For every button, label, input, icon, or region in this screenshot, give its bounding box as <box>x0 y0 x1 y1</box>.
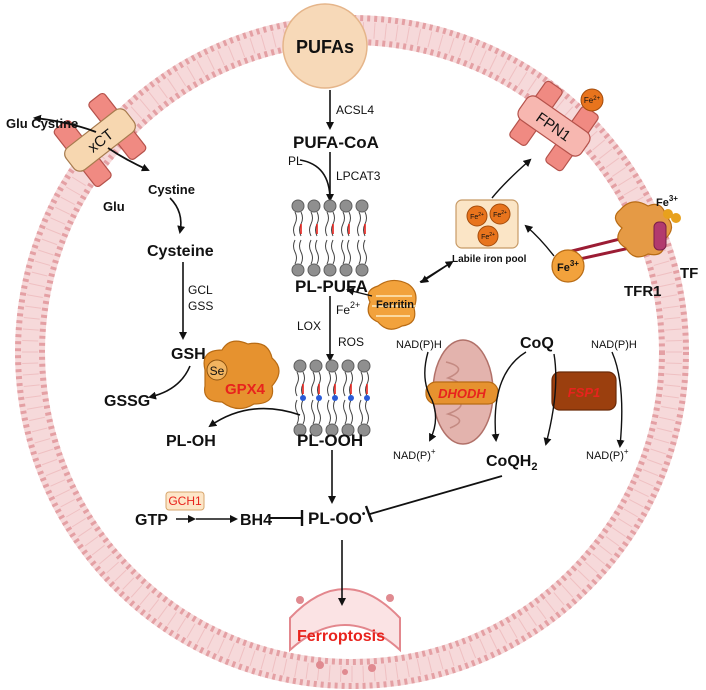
pool-fe-2: Fe2+ <box>493 210 507 219</box>
glu-cystine-outside-label: Glu Cystine <box>6 116 78 131</box>
coq-label: CoQ <box>520 335 554 352</box>
gssg-label: GSSG <box>104 393 150 410</box>
gtp-label: GTP <box>135 512 168 529</box>
pl-ooh-bilayer-icon <box>293 359 371 437</box>
labile-iron-pool: Fe2+ Fe2+ Fe2+ <box>455 199 519 249</box>
tfr1-receptor <box>565 201 681 264</box>
nadp-left-label: NAD(P)+ <box>393 447 436 462</box>
svg-text:Fe3+: Fe3+ <box>557 259 579 274</box>
gss-label: GSS <box>188 299 213 313</box>
fsp1-enzyme: FSP1 <box>551 371 617 411</box>
pool-fe-1: Fe2+ <box>470 212 484 221</box>
cysteine-label: Cysteine <box>147 243 214 260</box>
pl-ooh-label: PL-OOH <box>297 431 363 450</box>
fe3-tf-label: Fe3+ <box>656 194 678 209</box>
se-label: Se <box>210 364 225 378</box>
pool-fe-3: Fe2+ <box>481 232 495 241</box>
fsp1-label: FSP1 <box>568 385 601 400</box>
tf-label: TF <box>680 265 698 282</box>
pl-oh-label: PL-OH <box>166 433 216 450</box>
bh4-label: BH4 <box>240 512 272 529</box>
glu-inside-label: Glu <box>103 199 125 214</box>
gcl-label: GCL <box>188 283 213 297</box>
acsl4-label: ACSL4 <box>336 103 374 117</box>
pufa-coa-label: PUFA-CoA <box>293 133 379 152</box>
fe2-outside-ion: Fe2+ <box>580 88 604 112</box>
pl-pufa-label: PL-PUFA <box>295 277 368 296</box>
fe2-label: Fe2+ <box>336 300 360 317</box>
gpx4-enzyme: Se GPX4 <box>203 340 280 410</box>
labile-iron-pool-label: Labile iron pool <box>452 254 527 265</box>
nadp-right-label: NAD(P)+ <box>586 447 629 462</box>
gsh-label: GSH <box>171 346 206 363</box>
gsh-pathway-arrows <box>148 197 301 428</box>
pufas-label: PUFAs <box>296 37 354 57</box>
coqh2-label: CoQH2 <box>486 453 537 473</box>
pl-pufa-bilayer-icon <box>291 199 369 277</box>
ferritin-label: Ferritin <box>376 299 414 311</box>
pl-label: PL <box>288 154 303 168</box>
pufas-node: PUFAs <box>282 3 368 89</box>
cystine-inside-label: Cystine <box>148 182 195 197</box>
tfr1-label: TFR1 <box>624 283 662 300</box>
nadph-left-label: NAD(P)H <box>396 339 442 351</box>
fe3-ion: Fe3+ <box>551 249 585 283</box>
xct-transporter: xCT <box>33 92 150 188</box>
ferritin-protein <box>367 279 417 330</box>
pl-oo-label: PL-OO• <box>308 509 366 528</box>
mitochondrion: DHODH <box>425 339 499 445</box>
ros-label: ROS <box>338 335 364 349</box>
dhodh-label: DHODH <box>438 386 486 401</box>
bh4-pathway: GCH1 <box>165 491 304 526</box>
ferroptosis-label: Ferroptosis <box>297 628 385 645</box>
lox-label: LOX <box>297 319 321 333</box>
gpx4-label: GPX4 <box>225 381 266 398</box>
ferroptosis-rupture <box>289 588 401 675</box>
nadph-right-label: NAD(P)H <box>591 339 637 351</box>
central-pathway-arrows <box>299 90 346 606</box>
svg-text:Fe2+: Fe2+ <box>584 96 601 105</box>
fpn1-transporter: FPN1 <box>509 80 599 172</box>
gch1-label: GCH1 <box>168 494 202 508</box>
coqh2-inhibition <box>364 475 503 523</box>
lpcat3-label: LPCAT3 <box>336 169 381 183</box>
